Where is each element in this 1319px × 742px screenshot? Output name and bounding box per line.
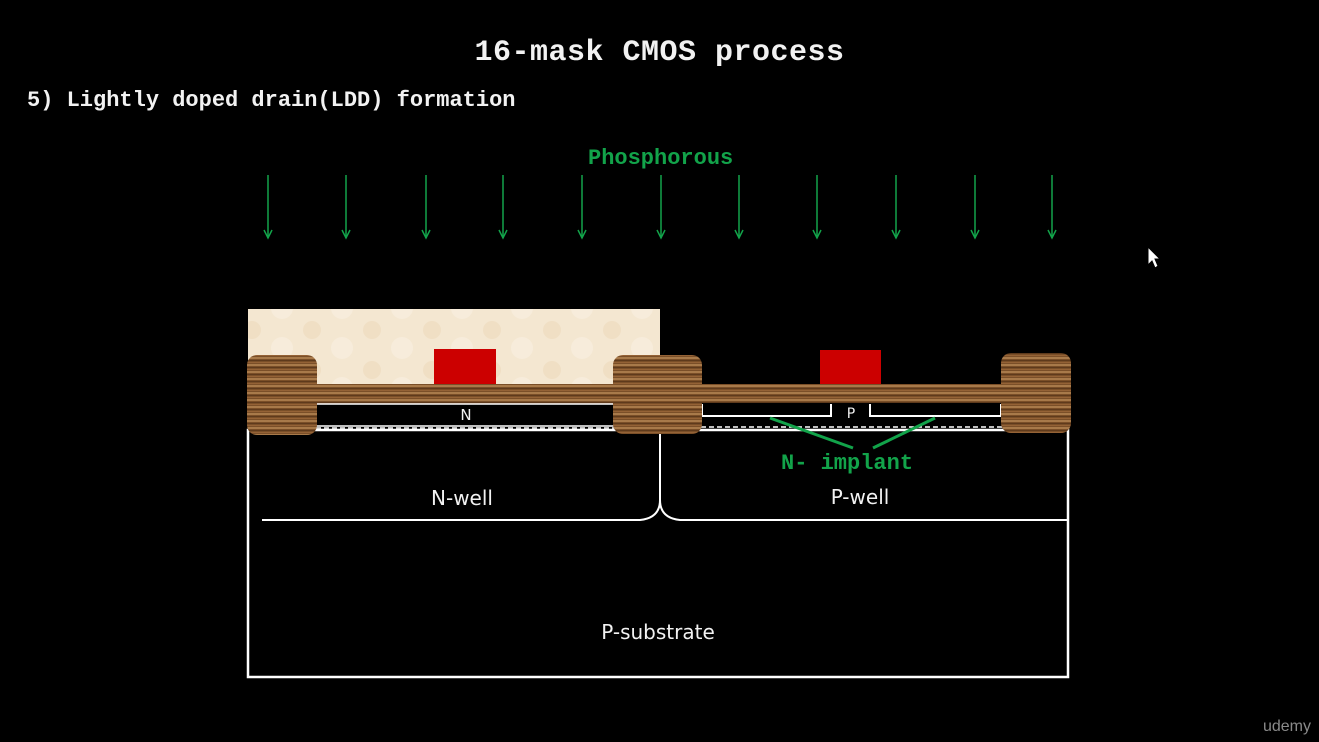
p-well-label: P-well	[830, 485, 890, 509]
udemy-watermark: udemy	[1262, 718, 1311, 735]
polysilicon-gate-right	[820, 350, 881, 384]
phosphorous-implant-arrows	[263, 175, 1057, 240]
implant-arrow-head	[970, 229, 980, 240]
p-region-label: P	[846, 406, 856, 422]
n-region-label: N	[460, 406, 472, 424]
implant-arrow-head	[891, 229, 901, 240]
p-well-boundary	[659, 499, 1068, 521]
slide-title: 16-mask CMOS process	[474, 36, 845, 70]
gate-oxide-right	[690, 384, 1015, 403]
implant-species-label: Phosphorous	[588, 146, 734, 171]
n-well-label: N-well	[431, 486, 493, 510]
implant-arrow-head	[498, 229, 508, 240]
n-minus-implant-label: N- implant	[781, 451, 914, 476]
n-minus-implant-pointers	[769, 416, 936, 450]
implant-arrow-head	[341, 229, 351, 240]
field-oxide-right	[1001, 353, 1071, 433]
implant-arrow-head	[812, 229, 822, 240]
n-minus-implant-left	[701, 404, 832, 417]
implant-arrow-head	[1047, 229, 1057, 240]
implant-arrow-head	[734, 229, 744, 240]
n-minus-implant-right	[869, 404, 1002, 417]
implant-arrow-head	[656, 229, 666, 240]
implant-arrow-head	[577, 229, 587, 240]
field-oxide-left	[247, 355, 317, 435]
implant-arrow-head	[263, 229, 273, 240]
field-oxide-middle	[613, 355, 702, 434]
p-substrate-label: P-substrate	[601, 620, 715, 644]
step-heading: 5) Lightly doped drain(LDD) formation	[27, 88, 516, 113]
polysilicon-gate-left	[434, 349, 496, 384]
mouse-pointer-icon	[1147, 245, 1162, 269]
implant-arrow-head	[421, 229, 431, 240]
gate-oxide-left	[300, 384, 630, 404]
